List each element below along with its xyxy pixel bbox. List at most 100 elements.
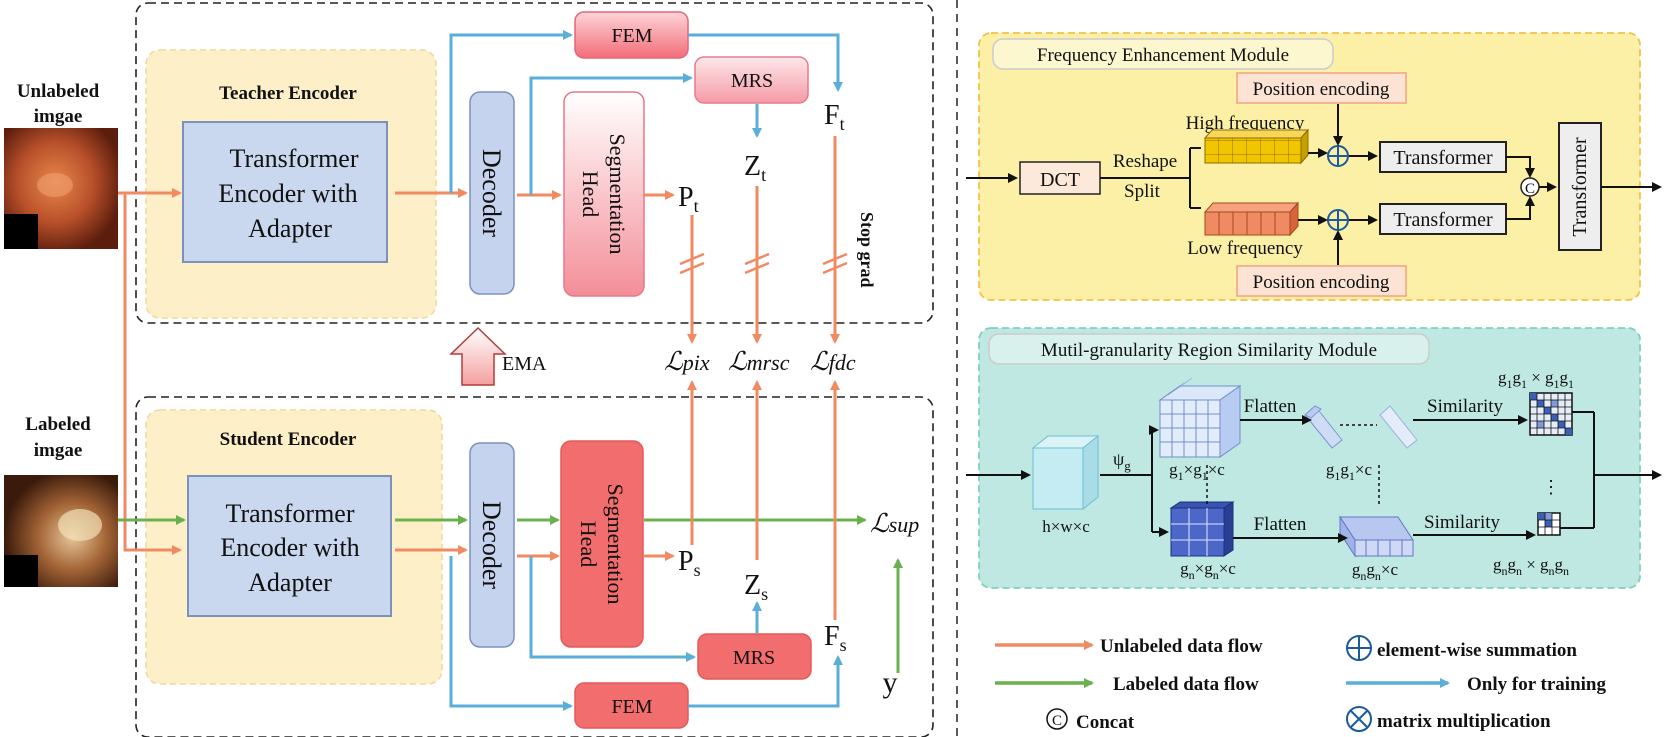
similarity-matrix-small (1537, 512, 1561, 536)
loss-sup: ℒsup (870, 509, 919, 538)
mrs-module-title: Mutil-granularity Region Similarity Modu… (1041, 340, 1377, 361)
g1-region-cube (1158, 377, 1242, 458)
teacher-fem-label: FEM (611, 25, 652, 47)
transformer-top-box (1379, 141, 1507, 173)
flattened-bottom-features (1339, 515, 1414, 558)
student-transformer-line1: Transformer (225, 499, 354, 528)
teacher-transformer-line1: Transformer (229, 144, 358, 173)
teacher-transformer-line3: Adapter (248, 214, 332, 243)
svg-text:C: C (1052, 713, 1062, 729)
teacher-z-label: Zt (744, 151, 766, 185)
loss-fdc: ℒfdc (810, 347, 856, 376)
unlabeled-title-2: imgae (34, 106, 83, 127)
transformer-bottom-label: Transformer (1393, 209, 1493, 231)
student-transformer-block (187, 475, 392, 617)
ema-arrow-icon (449, 326, 507, 386)
student-fem-label: FEM (611, 696, 652, 718)
concat-icon: C (1520, 177, 1540, 197)
sim-bottom-label: gngn × gngn (1493, 555, 1569, 578)
mrs-module-panel (978, 327, 1641, 589)
flatten-top-label: Flatten (1244, 396, 1297, 417)
teacher-decoder-label: Decoder (477, 149, 506, 237)
student-z-label: Zs (744, 570, 768, 604)
stop-grad-ticks (679, 252, 848, 275)
labeled-image (4, 475, 118, 587)
labeled-title-1: Labeled (25, 414, 91, 435)
ema-label: EMA (502, 353, 547, 375)
legend-training: Only for training (1467, 674, 1606, 695)
dct-label: DCT (1040, 169, 1080, 191)
student-seg-head (560, 440, 644, 648)
pos-encoding-top-label: Position encoding (1253, 79, 1390, 100)
student-decoder (469, 442, 515, 648)
student-seg-head-line2: Head (576, 521, 601, 567)
student-region (135, 396, 934, 737)
teacher-transformer-block (182, 121, 388, 263)
similarity-top-label: Similarity (1427, 396, 1504, 417)
teacher-seg-head-line1: Segmentation (605, 134, 630, 255)
matmul-legend-icon (1346, 706, 1372, 732)
similarity-bottom-label: Similarity (1424, 512, 1501, 533)
fem-module-title: Frequency Enhancement Module (1037, 45, 1289, 66)
teacher-mrs-label: MRS (731, 70, 773, 92)
teacher-f-label: Ft (824, 100, 845, 134)
mrs-arrows (966, 411, 1662, 543)
legend: Unlabeled data flow Labeled data flow C … (995, 635, 1606, 733)
transformer-top-label: Transformer (1393, 147, 1493, 169)
student-mrs-label: MRS (733, 647, 775, 669)
flattened-top-features (1304, 405, 1418, 449)
sum-legend-icon (1346, 635, 1372, 661)
low-frequency-feature (1203, 201, 1300, 237)
pos-encoding-bottom-label: Position encoding (1253, 272, 1390, 293)
teacher-decoder (469, 91, 515, 295)
legend-labeled: Labeled data flow (1113, 674, 1259, 695)
fem-arrows (966, 104, 1662, 265)
transformer-out-box (1558, 122, 1602, 251)
teacher-transformer-line2: Encoder with (218, 179, 357, 208)
flatten-bottom-label: Flatten (1254, 514, 1307, 535)
mrs-title-box (988, 333, 1430, 365)
teacher-encoder-title: Teacher Encoder (219, 83, 357, 104)
teacher-seg-head-line2: Head (578, 171, 603, 217)
legend-unlabeled: Unlabeled data flow (1100, 636, 1263, 657)
sum-top-icon (1327, 145, 1349, 167)
student-seg-head-line1: Segmentation (603, 484, 628, 605)
teacher-region (135, 2, 934, 324)
stop-grad-label: Stop grad (857, 212, 877, 288)
high-frequency-feature (1203, 128, 1310, 165)
pos-encoding-bottom (1236, 265, 1407, 297)
sum-bottom-icon (1327, 209, 1349, 231)
reshape-label: Reshape (1113, 151, 1177, 172)
legend-concat: Concat (1076, 712, 1135, 733)
flow-lines (118, 30, 903, 711)
input-feature-cube (1031, 434, 1100, 511)
concat-legend-icon: C (1046, 708, 1068, 730)
student-encoder-title: Student Encoder (220, 429, 357, 450)
student-transformer-line2: Encoder with (220, 533, 359, 562)
student-p-label: Ps (678, 546, 701, 580)
fem-title-box (992, 38, 1334, 70)
loss-pix: ℒpix (664, 347, 710, 376)
high-frequency-label: High frequency (1186, 113, 1305, 134)
pos-encoding-top (1236, 72, 1407, 104)
student-decoder-label: Decoder (477, 501, 506, 589)
gn-region-cube (1169, 501, 1235, 557)
ground-truth-y: y (883, 666, 898, 699)
unlabeled-title-1: Unlabeled (17, 81, 100, 102)
concat-symbol: C (1525, 181, 1535, 197)
unlabeled-image (4, 128, 118, 249)
labeled-title-2: imgae (34, 440, 83, 461)
student-f-label: Fs (824, 621, 847, 655)
transformer-out-label: Transformer (1569, 137, 1591, 237)
loss-mrsc: ℒmrsc (728, 347, 790, 376)
student-transformer-line3: Adapter (248, 568, 332, 597)
split-label: Split (1124, 181, 1161, 202)
dct-box (1019, 161, 1101, 195)
teacher-mrs (694, 56, 809, 104)
hwc-label: h×w×c (1042, 517, 1090, 536)
legend-matmul: matrix multiplication (1377, 711, 1551, 732)
transformer-bottom-box (1379, 203, 1507, 235)
ellipsis-vertical: ⋮ (1542, 477, 1560, 497)
gn-cube-label: gn×gn×c (1180, 559, 1236, 582)
